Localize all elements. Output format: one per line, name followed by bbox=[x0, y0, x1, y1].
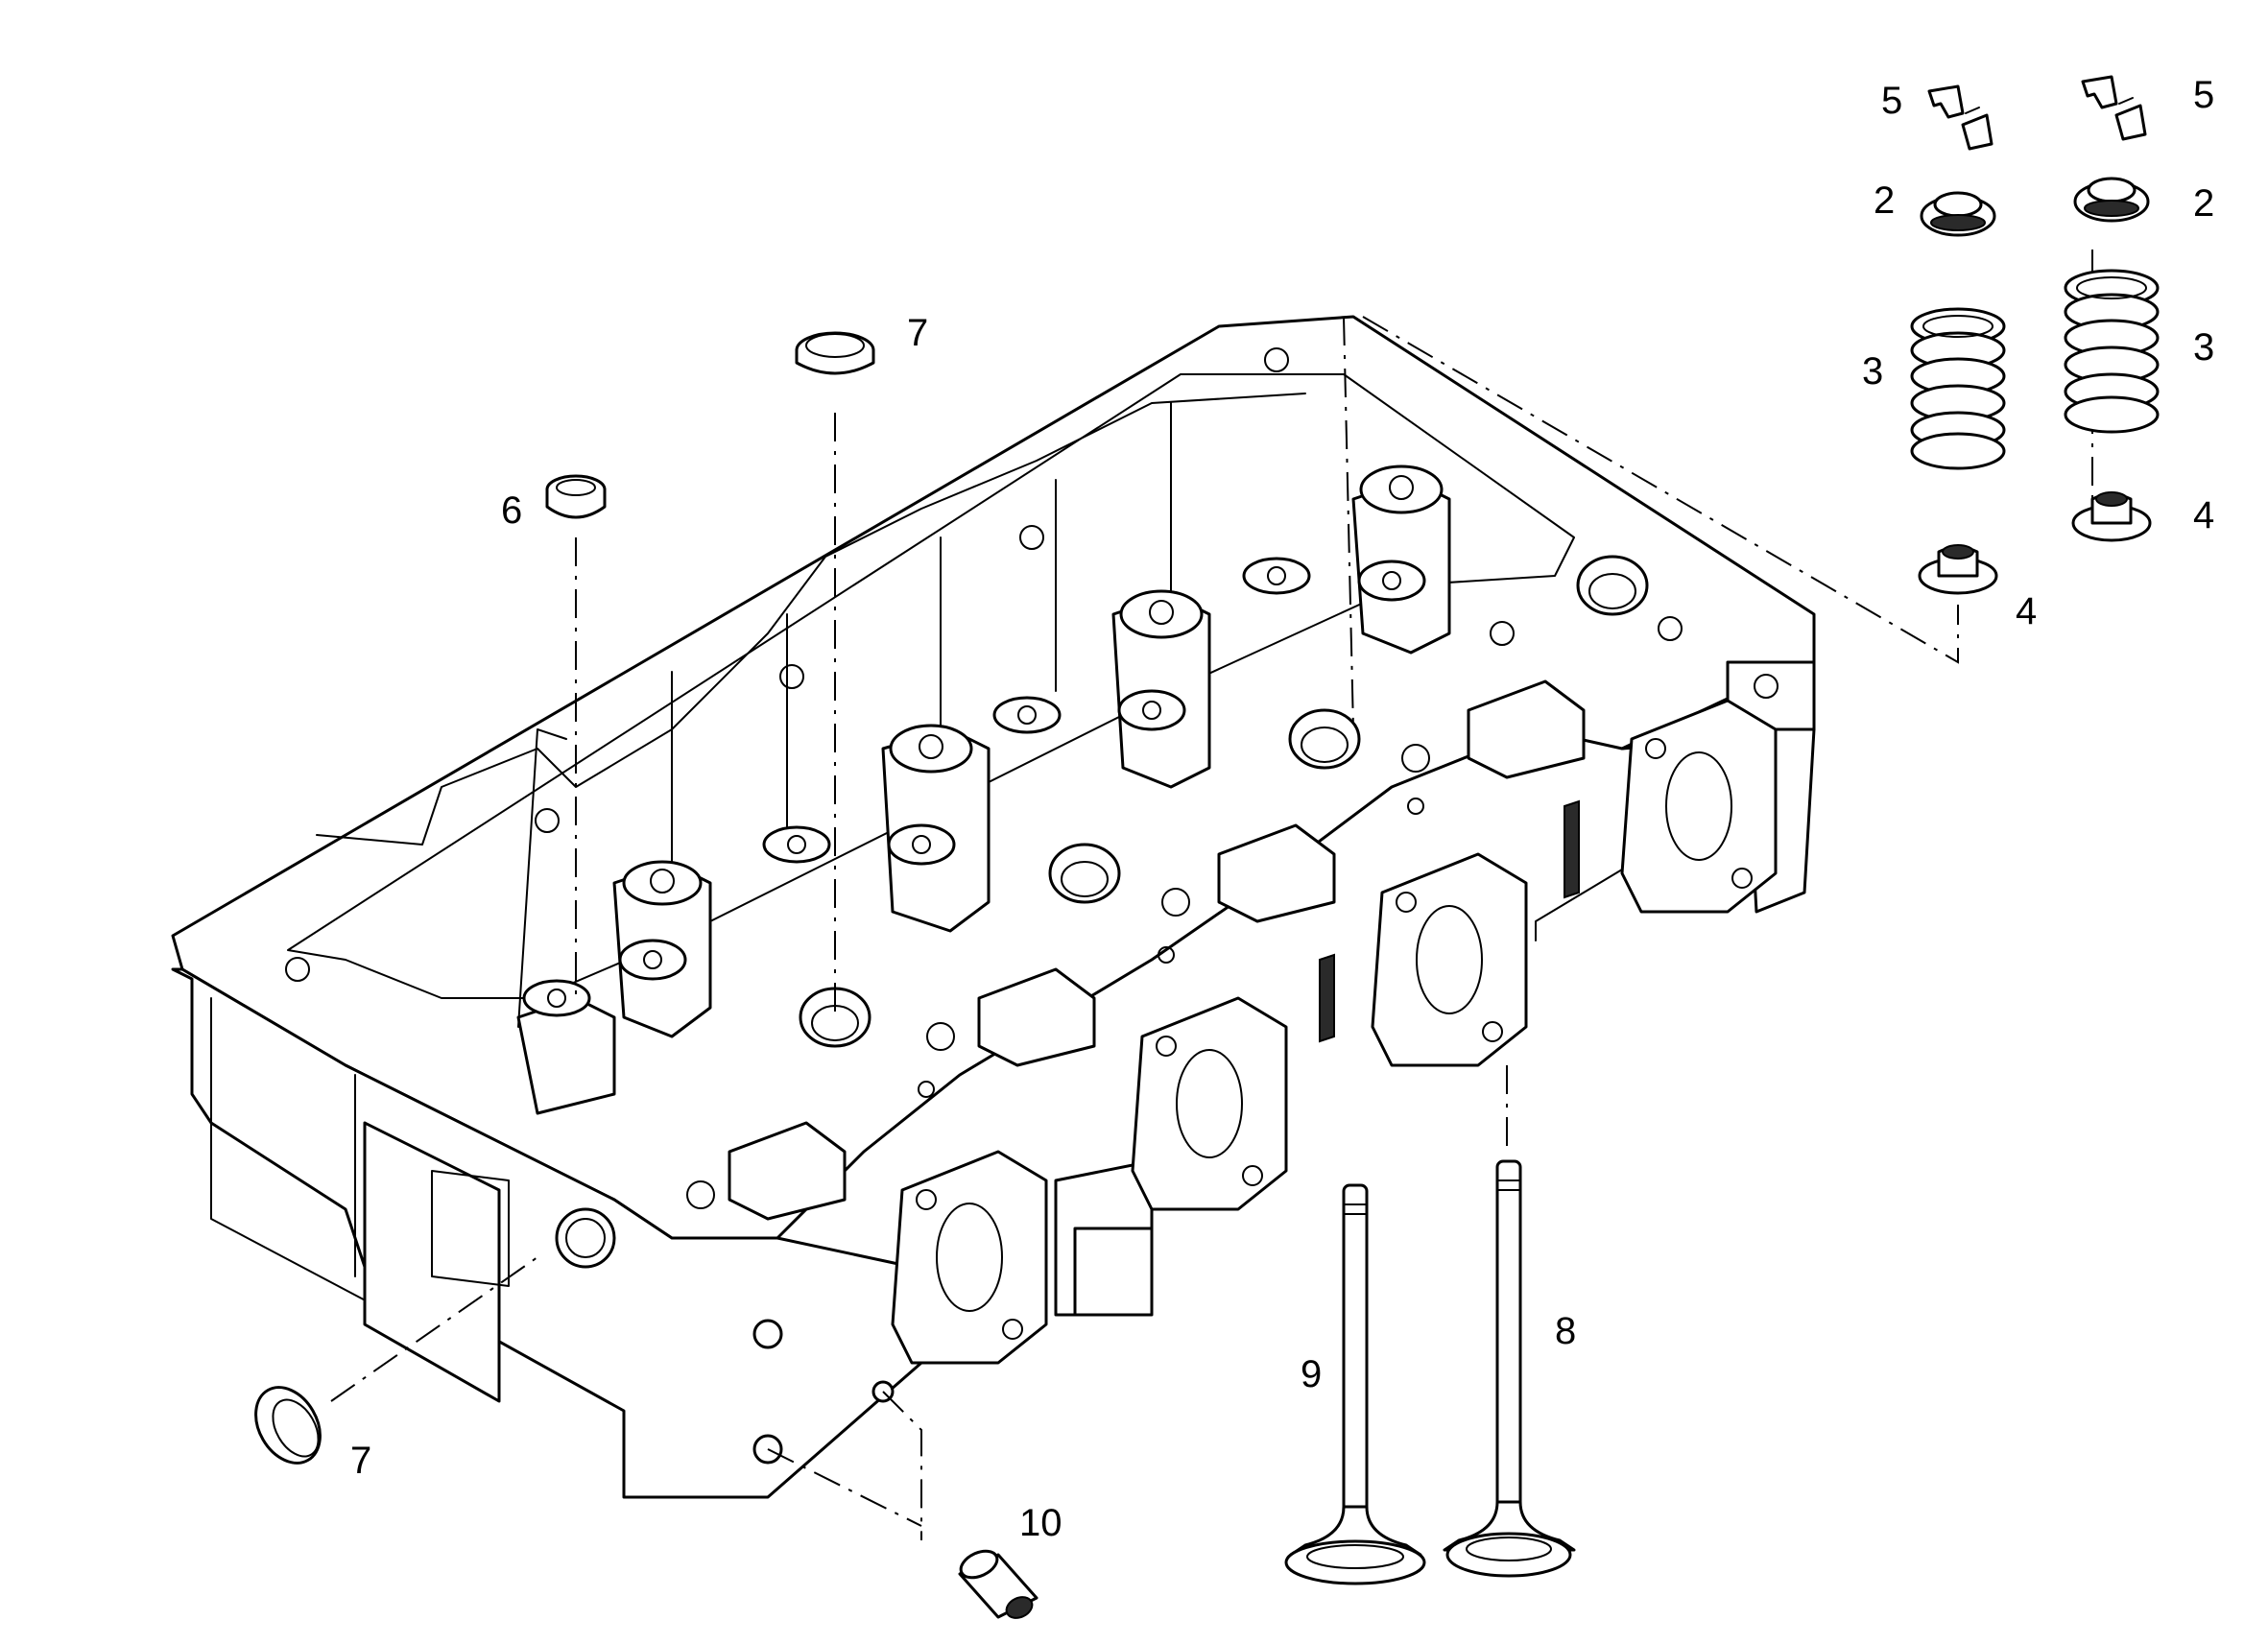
cylinder-head bbox=[171, 315, 1816, 1499]
callout-4-right: 4 bbox=[2193, 494, 2214, 536]
spring-retainer-right bbox=[2073, 177, 2150, 223]
callout-7-top: 7 bbox=[907, 312, 928, 354]
port-flange-2 bbox=[1131, 996, 1288, 1211]
callout-2-right: 2 bbox=[2193, 182, 2214, 225]
callout-9: 9 bbox=[1301, 1353, 1322, 1395]
leader-lines bbox=[330, 250, 2093, 1540]
plug-top bbox=[795, 331, 875, 375]
valve-short bbox=[1284, 1183, 1426, 1585]
dowel-pin bbox=[958, 1549, 1039, 1619]
callout-7-bottom: 7 bbox=[350, 1440, 371, 1482]
valve-stem-seal-left bbox=[1918, 544, 1998, 595]
valve-keeper-right bbox=[2081, 75, 2147, 141]
port-flange-4 bbox=[1620, 699, 1778, 914]
port-flange-3 bbox=[1371, 852, 1528, 1067]
callout-6: 6 bbox=[501, 489, 522, 532]
callout-5-right: 5 bbox=[2193, 74, 2214, 116]
plug-bottom bbox=[254, 1386, 322, 1465]
callout-labels: 5 5 2 2 3 3 4 4 7 6 7 10 9 8 bbox=[350, 74, 2214, 1544]
valve-spring-left bbox=[1910, 307, 2006, 470]
callout-4-left: 4 bbox=[2016, 590, 2037, 632]
valve-long bbox=[1443, 1159, 1576, 1578]
callout-2-left: 2 bbox=[1874, 179, 1895, 222]
callout-8: 8 bbox=[1555, 1310, 1576, 1352]
spring-retainer-left bbox=[1920, 191, 1996, 237]
valve-stem-seal-right bbox=[2071, 491, 2152, 542]
small-plug bbox=[545, 474, 607, 519]
callout-3-right: 3 bbox=[2193, 326, 2214, 369]
port-flange-1 bbox=[891, 1150, 1048, 1365]
valve-keeper-left bbox=[1927, 84, 1993, 151]
callout-10: 10 bbox=[1019, 1502, 1062, 1544]
callout-3-left: 3 bbox=[1862, 350, 1883, 393]
valve-spring-right bbox=[2064, 269, 2160, 434]
callout-5-left: 5 bbox=[1881, 80, 1902, 122]
